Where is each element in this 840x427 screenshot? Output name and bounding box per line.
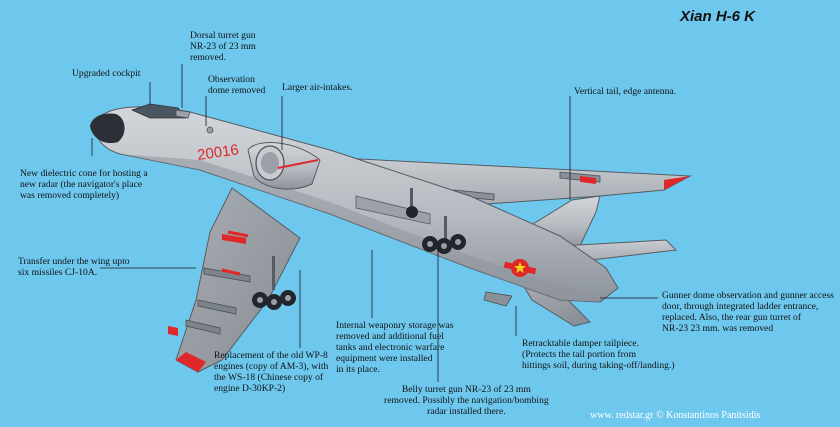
credit-line: www. redstar.gr © Konstantinos Panitsidi… <box>590 410 761 421</box>
lower-wing-tip-red <box>176 352 206 372</box>
label-damper-tailpiece: Retracktable damper tailpiece. (Protects… <box>522 338 675 371</box>
lower-wing-missile-2 <box>197 299 237 315</box>
label-belly-turret: Belly turret gun NR-23 of 23 mm removed.… <box>384 384 549 417</box>
label-missiles: Transfer under the wing upto six missile… <box>18 256 130 278</box>
label-dorsal-turret: Dorsal turret gun NR-23 of 23 mm removed… <box>190 30 256 63</box>
upper-wing-tip-red <box>664 176 690 190</box>
label-internal-weaponry: Internal weaponry storage was removed an… <box>336 320 454 375</box>
observation-dome-spot <box>206 126 214 134</box>
upper-wing-red-mark <box>580 176 596 184</box>
main-landing-gear-fuselage <box>422 216 466 254</box>
label-dielectric-cone: New dielectric cone for hosting a new ra… <box>20 168 148 201</box>
nose-landing-gear <box>406 188 418 218</box>
fuselage-belly-shadow <box>120 154 600 302</box>
missile-red-mark <box>221 268 241 276</box>
label-observation-dome: Observation dome removed <box>208 74 266 96</box>
dorsal-turret-spot <box>175 109 191 119</box>
label-upgraded-cockpit: Upgraded cockpit <box>72 68 141 79</box>
label-engines: Replacement of the old WP-8 engines (cop… <box>214 350 329 394</box>
belly-red-mark <box>227 230 249 238</box>
label-vertical-tail: Vertical tail, edge antenna. <box>574 86 677 97</box>
roundel-star <box>503 259 537 277</box>
lower-wing-missile-3 <box>185 319 221 335</box>
lower-wing-red-mark-2 <box>168 326 178 336</box>
lower-wing-red-mark <box>222 234 246 244</box>
tail-number: 20016 <box>196 141 240 164</box>
damper-tailpiece-shape <box>483 291 513 307</box>
label-air-intakes: Larger air-intakes. <box>282 82 353 93</box>
label-gunner-dome: Gunner dome observation and gunner acces… <box>662 290 834 334</box>
main-landing-gear-wing <box>252 256 296 310</box>
leader-lines <box>91 64 658 382</box>
nose-cone <box>90 113 125 144</box>
diagram-title: Xian H-6 K <box>680 8 756 25</box>
fuselage-red-stripe <box>277 159 319 169</box>
